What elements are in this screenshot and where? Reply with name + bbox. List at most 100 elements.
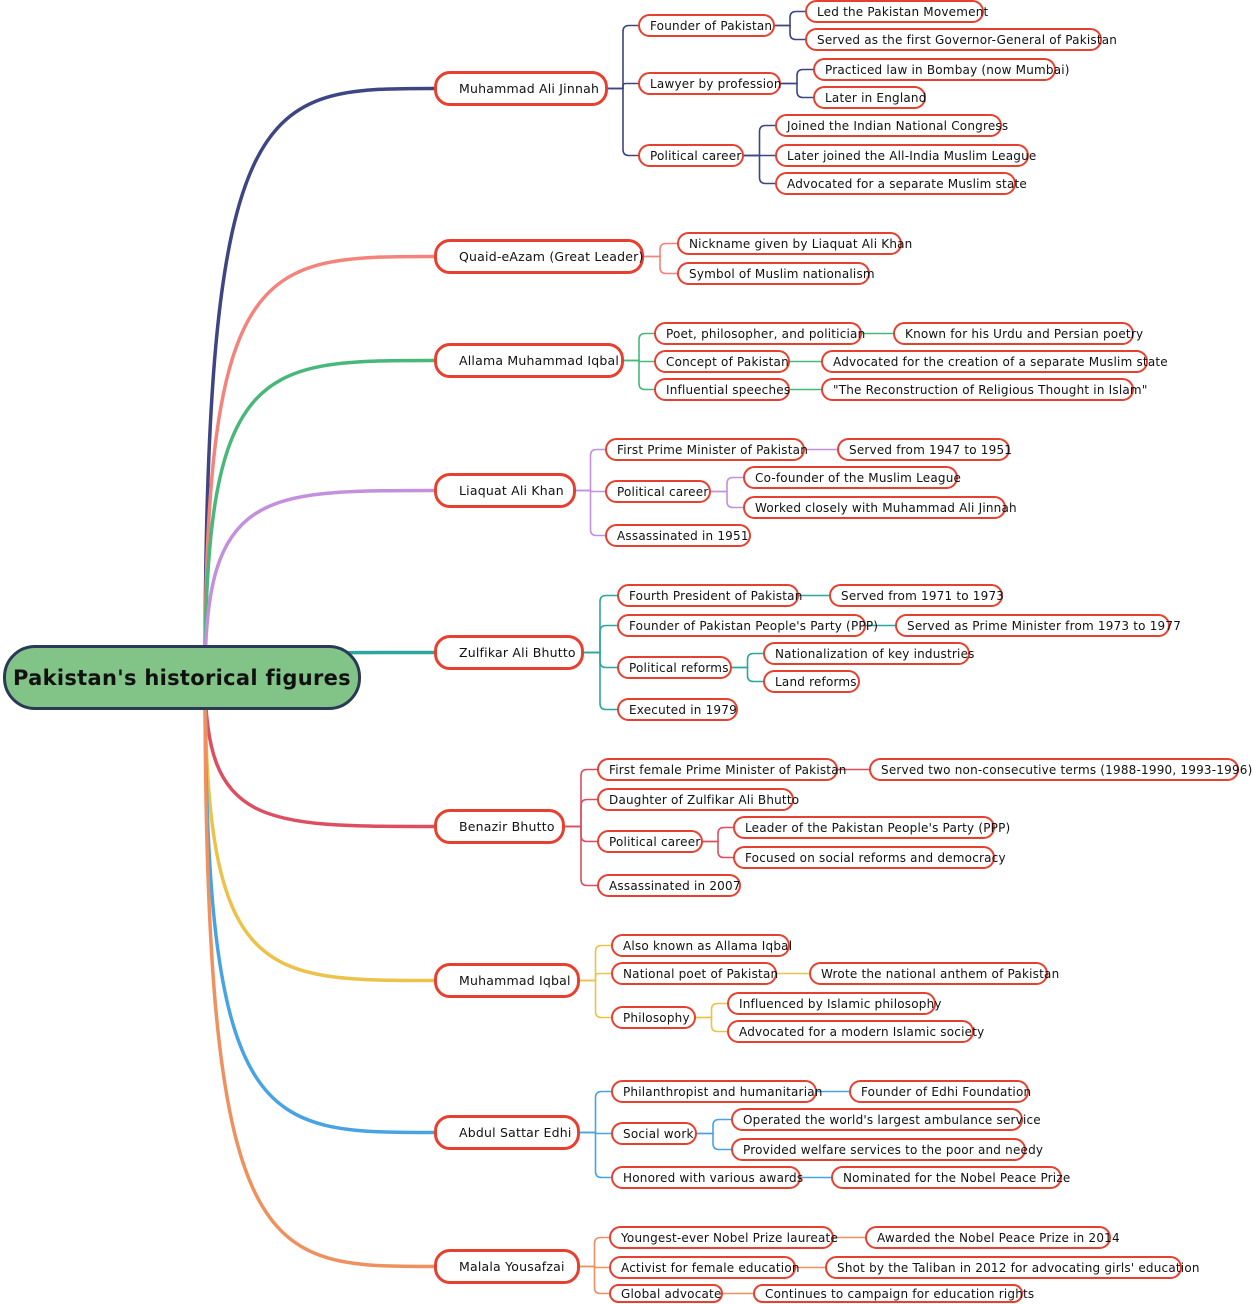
subtopic-first-female-pm[interactable]: First female Prime Minister of Pakistan (597, 758, 846, 781)
detail-nickname-liaquat[interactable]: Nickname given by Liaquat Ali Khan (677, 232, 912, 255)
subtopic-youngest-nobel-laureate[interactable]: Youngest-ever Nobel Prize laureate (609, 1226, 838, 1249)
branch-connector (203, 675, 436, 983)
detail-urdu-persian-poetry[interactable]: Known for his Urdu and Persian poetry (893, 322, 1143, 345)
subtopic-connector (623, 332, 655, 362)
subtopic-connector (643, 255, 678, 275)
detail-later-in-england[interactable]: Later in England (813, 86, 926, 109)
subtopic-assassinated-1951[interactable]: Assassinated in 1951 (605, 524, 751, 547)
subtopic-connector (607, 82, 639, 90)
subtopic-connector (579, 1236, 610, 1268)
subtopic-female-education-activist[interactable]: Activist for female education (609, 1256, 799, 1279)
topic-malala-yousafzai[interactable]: Malala Yousafzai (434, 1249, 580, 1284)
subtopic-political-career[interactable]: Political career (638, 144, 744, 167)
detail-worked-with-jinnah[interactable]: Worked closely with Muhammad Ali Jinnah (743, 496, 1017, 519)
subtopic-fourth-president[interactable]: Fourth President of Pakistan (617, 584, 802, 607)
detail-education-rights[interactable]: Continues to campaign for education righ… (753, 1284, 1034, 1303)
subtopic-executed-1979[interactable]: Executed in 1979 (617, 698, 738, 721)
subtopic-connector (695, 1016, 728, 1033)
subtopic-first-prime-minister[interactable]: First Prime Minister of Pakistan (605, 438, 808, 461)
subtopic-assassinated-2007[interactable]: Assassinated in 2007 (597, 874, 741, 897)
subtopic-connector (743, 154, 776, 185)
detail-founder-edhi-foundation[interactable]: Founder of Edhi Foundation (849, 1080, 1031, 1103)
subtopic-connector (643, 242, 678, 258)
detail-nobel-nomination[interactable]: Nominated for the Nobel Peace Prize (831, 1166, 1070, 1189)
detail-nobel-2014[interactable]: Awarded the Nobel Peace Prize in 2014 (865, 1226, 1120, 1249)
detail-reconstruction-religious-thought[interactable]: "The Reconstruction of Religious Thought… (821, 378, 1147, 401)
detail-modern-islamic-society[interactable]: Advocated for a modern Islamic society (727, 1020, 984, 1043)
branch-connector (203, 675, 436, 829)
subtopic-philosophy[interactable]: Philosophy (611, 1006, 696, 1029)
subtopic-connector (623, 359, 655, 391)
detail-shot-by-taliban[interactable]: Shot by the Taliban in 2012 for advocati… (825, 1256, 1199, 1279)
subtopic-connector (583, 594, 618, 654)
subtopic-connector (564, 825, 598, 887)
detail-social-reforms-democracy[interactable]: Focused on social reforms and democracy (733, 846, 1006, 869)
root-topic[interactable]: Pakistan's historical figures (3, 645, 361, 710)
detail-symbol-muslim-nationalism[interactable]: Symbol of Muslim nationalism (677, 262, 875, 285)
detail-practiced-law-bombay[interactable]: Practiced law in Bombay (now Mumbai) (813, 58, 1069, 81)
detail-joined-inc[interactable]: Joined the Indian National Congress (775, 114, 1008, 137)
topic-allama-muhammad-iqbal[interactable]: Allama Muhammad Iqbal (434, 343, 624, 378)
detail-welfare-services[interactable]: Provided welfare services to the poor an… (731, 1138, 1043, 1161)
detail-nationalization-industries[interactable]: Nationalization of key industries (763, 642, 974, 665)
topic-liaquat-ali-khan[interactable]: Liaquat Ali Khan (434, 473, 576, 508)
subtopic-founder-ppp[interactable]: Founder of Pakistan People's Party (PPP) (617, 614, 878, 637)
subtopic-connector (696, 1118, 732, 1135)
subtopic-connector (579, 1265, 610, 1295)
detail-land-reforms[interactable]: Land reforms (763, 670, 860, 693)
detail-national-anthem[interactable]: Wrote the national anthem of Pakistan (809, 962, 1059, 985)
subtopic-concept-of-pakistan[interactable]: Concept of Pakistan (654, 350, 790, 373)
subtopic-connector (731, 652, 764, 669)
subtopic-founder-of-pakistan[interactable]: Founder of Pakistan (638, 14, 775, 37)
subtopic-connector (575, 448, 606, 492)
subtopic-national-poet[interactable]: National poet of Pakistan (611, 962, 778, 985)
detail-served-1947-1951[interactable]: Served from 1947 to 1951 (837, 438, 1012, 461)
detail-leader-ppp[interactable]: Leader of the Pakistan People's Party (P… (733, 816, 1010, 839)
detail-islamic-philosophy[interactable]: Influenced by Islamic philosophy (727, 992, 942, 1015)
detail-separate-muslim-state-iqbal[interactable]: Advocated for the creation of a separate… (821, 350, 1168, 373)
subtopic-also-known-allama-iqbal[interactable]: Also known as Allama Iqbal (611, 934, 792, 957)
detail-two-terms[interactable]: Served two non-consecutive terms (1988-1… (869, 758, 1252, 781)
detail-served-1971-1973[interactable]: Served from 1971 to 1973 (829, 584, 1004, 607)
detail-first-governor-general[interactable]: Served as the first Governor-General of … (805, 28, 1117, 51)
detail-separate-muslim-state[interactable]: Advocated for a separate Muslim state (775, 172, 1027, 195)
subtopic-political-career-benazir[interactable]: Political career (597, 830, 703, 853)
detail-co-founder-muslim-league[interactable]: Co-founder of the Muslim League (743, 466, 961, 489)
subtopic-connector (579, 944, 612, 982)
topic-muhammad-iqbal[interactable]: Muhammad Iqbal (434, 963, 580, 998)
subtopic-political-career-liaquat[interactable]: Political career (605, 480, 711, 503)
subtopic-poet-philosopher[interactable]: Poet, philosopher, and politician (654, 322, 865, 345)
subtopic-social-work[interactable]: Social work (611, 1122, 697, 1145)
topic-benazir-bhutto[interactable]: Benazir Bhutto (434, 809, 565, 844)
subtopic-various-awards[interactable]: Honored with various awards (611, 1166, 803, 1189)
subtopic-connector (710, 490, 744, 509)
branch-connector (203, 675, 436, 1269)
branch-connector (203, 358, 436, 680)
detail-joined-muslim-league[interactable]: Later joined the All-India Muslim League (775, 144, 1036, 167)
subtopic-connector (579, 972, 612, 982)
subtopic-philanthropist[interactable]: Philanthropist and humanitarian (611, 1080, 822, 1103)
subtopic-political-reforms[interactable]: Political reforms (617, 656, 732, 679)
subtopic-connector (774, 24, 806, 41)
subtopic-connector (780, 82, 814, 99)
subtopic-connector (696, 1132, 732, 1151)
topic-quaid-e-azam[interactable]: Quaid-eAzam (Great Leader) (434, 239, 644, 274)
topic-muhammad-ali-jinnah[interactable]: Muhammad Ali Jinnah (434, 71, 608, 106)
subtopic-connector (579, 979, 612, 1019)
detail-largest-ambulance-service[interactable]: Operated the world's largest ambulance s… (731, 1108, 1041, 1131)
subtopic-connector (702, 840, 734, 859)
subtopic-connector (743, 124, 776, 157)
subtopic-connector (579, 1131, 612, 1179)
subtopic-global-advocate[interactable]: Global advocate (609, 1284, 723, 1303)
subtopic-influential-speeches[interactable]: Influential speeches (654, 378, 790, 401)
topic-zulfikar-ali-bhutto[interactable]: Zulfikar Ali Bhutto (434, 635, 584, 670)
detail-prime-minister-1973-1977[interactable]: Served as Prime Minister from 1973 to 19… (895, 614, 1181, 637)
detail-led-pakistan-movement[interactable]: Led the Pakistan Movement (805, 0, 988, 23)
branch-connector (203, 254, 436, 680)
topic-abdul-sattar-edhi[interactable]: Abdul Sattar Edhi (434, 1115, 580, 1150)
subtopic-connector (575, 489, 606, 537)
subtopic-lawyer-by-profession[interactable]: Lawyer by profession (638, 72, 781, 95)
subtopic-connector (710, 476, 744, 493)
subtopic-daughter-of-zulfikar[interactable]: Daughter of Zulfikar Ali Bhutto (597, 788, 799, 811)
